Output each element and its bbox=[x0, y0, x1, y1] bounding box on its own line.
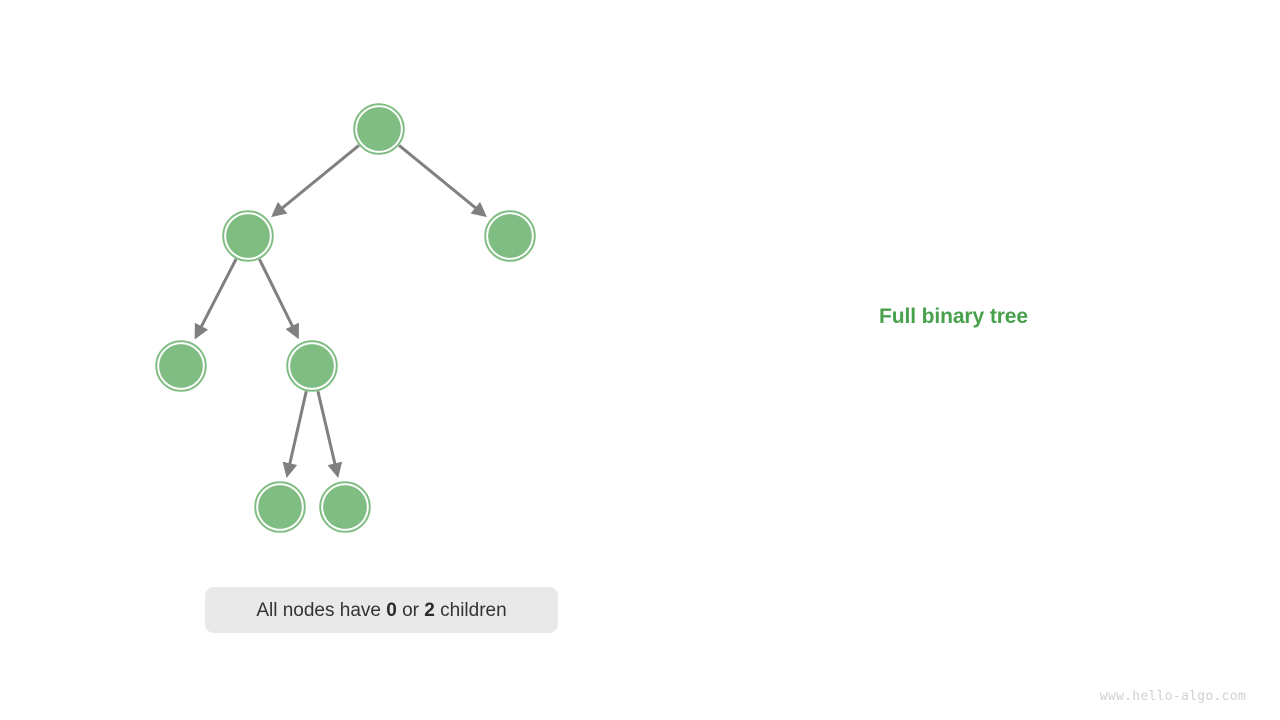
node-inner-ring bbox=[321, 483, 369, 531]
caption-bold-zero: 0 bbox=[386, 599, 397, 621]
node-body bbox=[226, 214, 270, 258]
tree-edge bbox=[316, 390, 343, 478]
site-watermark: www.hello-algo.com bbox=[1099, 689, 1246, 704]
tree-node bbox=[254, 481, 306, 533]
tree-edge bbox=[271, 144, 360, 218]
tree-edge bbox=[258, 258, 299, 340]
node-body bbox=[290, 344, 334, 388]
tree-node bbox=[319, 481, 371, 533]
node-inner-ring bbox=[256, 483, 304, 531]
caption-bold-two: 2 bbox=[424, 599, 435, 621]
caption-prefix: All nodes have bbox=[256, 599, 387, 621]
tree-node bbox=[484, 210, 536, 262]
node-body bbox=[323, 485, 367, 529]
tree-edge bbox=[194, 258, 238, 340]
page-title: Full binary tree bbox=[879, 305, 1028, 328]
node-body bbox=[488, 214, 532, 258]
caption-suffix: children bbox=[434, 599, 507, 621]
tree-node bbox=[286, 340, 338, 392]
tree-node bbox=[353, 103, 405, 155]
node-inner-ring bbox=[355, 105, 403, 153]
tree-edge bbox=[282, 391, 308, 478]
caption-badge: All nodes have 0 or 2 children bbox=[205, 587, 558, 633]
node-inner-ring bbox=[288, 342, 336, 390]
node-body bbox=[159, 344, 203, 388]
tree-node bbox=[155, 340, 207, 392]
node-body bbox=[258, 485, 302, 529]
node-inner-ring bbox=[486, 212, 534, 260]
tree-node bbox=[222, 210, 274, 262]
node-layer bbox=[155, 103, 536, 533]
node-inner-ring bbox=[224, 212, 272, 260]
node-inner-ring bbox=[157, 342, 205, 390]
caption-text: All nodes have 0 or 2 children bbox=[256, 601, 506, 620]
caption-middle: or bbox=[396, 599, 425, 621]
tree-edge bbox=[398, 144, 487, 218]
edge-layer bbox=[194, 144, 487, 478]
node-body bbox=[357, 107, 401, 151]
